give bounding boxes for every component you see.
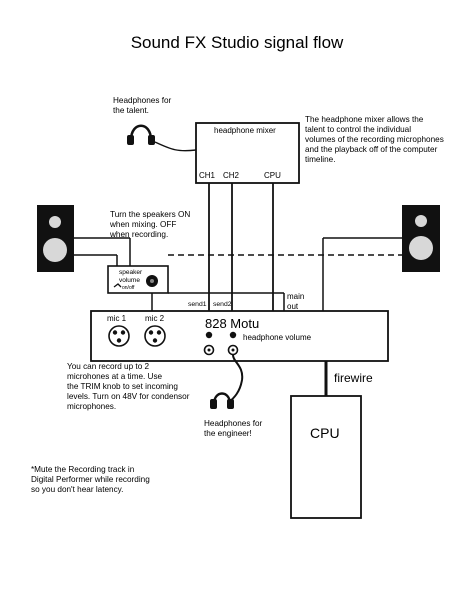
speaker-volume-label-1: speaker (119, 269, 143, 276)
diagram-title: Sound FX Studio signal flow (131, 33, 344, 52)
speaker-cables (74, 237, 402, 311)
motu-interface: mic 1 mic 2 828 Motu headphone volume (90, 310, 389, 362)
main-out-label-2: out (287, 302, 299, 311)
mixer-ch2-label: CH2 (223, 171, 240, 180)
engineer-headphones-icon (210, 392, 234, 409)
power-switch-icon (113, 283, 122, 288)
talent-headphones-icon (127, 124, 155, 145)
mixer-ch1-label: CH1 (199, 171, 216, 180)
headphone-jack-icon (203, 344, 239, 356)
speakers-note: Turn the speakers ON when mixing. OFF wh… (109, 210, 193, 239)
mic2-xlr-input-icon (144, 325, 166, 347)
mic2-label: mic 2 (145, 314, 165, 323)
left-speaker-icon (37, 205, 74, 272)
mixer-description-note: The headphone mixer allows the talent to… (305, 115, 446, 164)
send2-label: send2 (213, 301, 232, 308)
speaker-volume-knob-icon (146, 275, 158, 287)
cpu-label: CPU (310, 425, 340, 441)
talent-headphones-note: Headphones for the talent. (113, 96, 174, 115)
mute-note: *Mute the Recording track in Digital Per… (31, 465, 152, 494)
main-out-label-1: main (287, 292, 304, 301)
cpu-box: CPU (290, 395, 362, 519)
speaker-volume-box: speaker volume on/off (107, 265, 169, 294)
send1-label: send1 (188, 301, 207, 308)
speaker-switch-label: on/off (122, 285, 135, 291)
headphone-volume-label: headphone volume (243, 333, 312, 342)
interface-name: 828 Motu (205, 316, 259, 331)
mics-note: You can record up to 2 microhones at a t… (67, 362, 192, 411)
mic1-label: mic 1 (107, 314, 127, 323)
mixer-cables (208, 183, 274, 311)
mic1-xlr-input-icon (108, 325, 130, 347)
mixer-cpu-label: CPU (264, 171, 281, 180)
headphone-mixer: headphone mixer CH1 CH2 CPU (195, 122, 300, 184)
firewire-label: firewire (334, 371, 373, 385)
engineer-headphones-note: Headphones for the engineer! (204, 419, 265, 438)
speaker-volume-label-2: volume (119, 277, 140, 284)
headphone-mixer-title: headphone mixer (214, 126, 276, 135)
engineer-headphones-cable (228, 354, 244, 403)
talent-headphones-cable (154, 141, 197, 152)
right-speaker-icon (402, 205, 440, 272)
headphone-volume-knob-icon (205, 331, 237, 339)
